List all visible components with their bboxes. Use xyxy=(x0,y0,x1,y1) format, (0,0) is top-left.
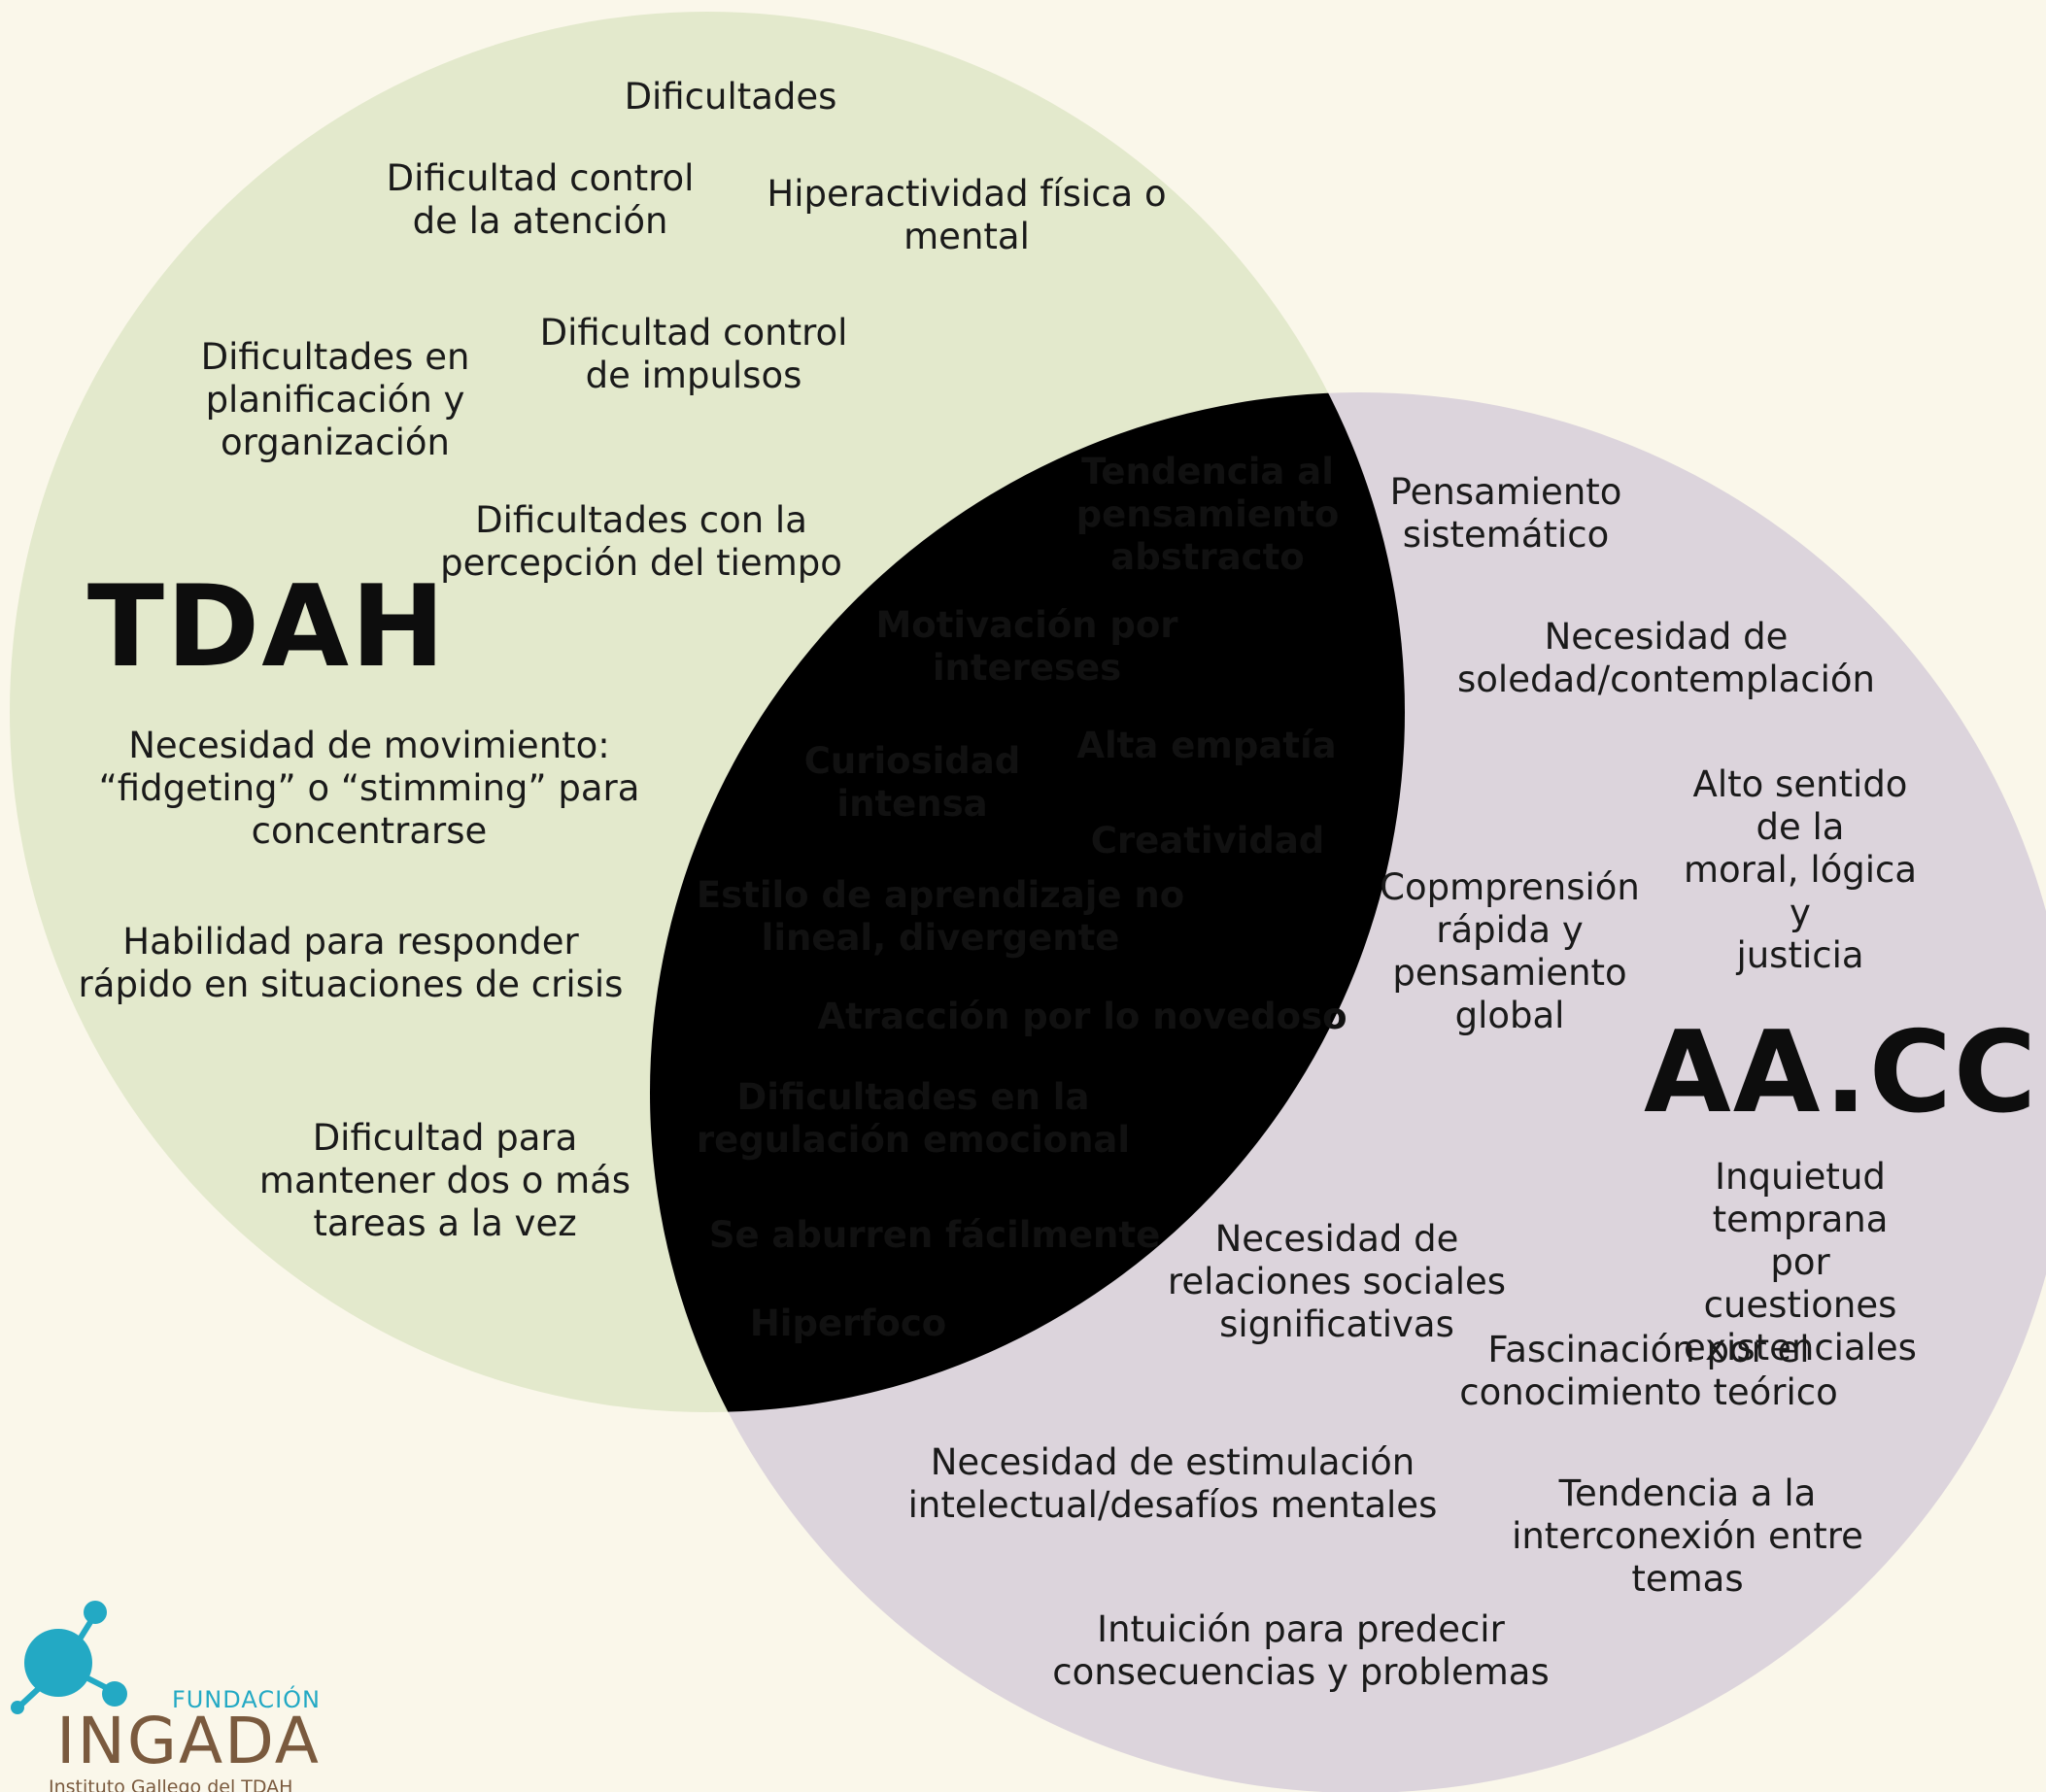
aacc-item-estimulacion-intelectual: Necesidad de estimulación intelectual/de… xyxy=(907,1441,1438,1526)
aacc-item-inquietud-temprana: Inquietud temprana por cuestiones existe… xyxy=(1684,1156,1917,1369)
aacc-item-interconexion-temas: Tendencia a la interconexión entre temas xyxy=(1512,1472,1863,1600)
tdah-item-percepcion-tiempo: Dificultades con la percepción del tiemp… xyxy=(440,499,842,584)
both-item-motivacion-intereses: Motivación por intereses xyxy=(875,604,1178,689)
tdah-item-control-impulsos: Dificultad control de impulsos xyxy=(539,312,848,396)
logo-name: INGADA xyxy=(56,1704,321,1778)
aacc-item-soledad: Necesidad de soledad/contemplación xyxy=(1457,616,1875,700)
tdah-title: TDAH xyxy=(86,561,448,693)
aacc-item-sentido-moral: Alto sentido de la moral, lógica y justi… xyxy=(1683,763,1918,976)
both-item-alta-empatia: Alta empatía xyxy=(1076,725,1337,766)
logo-fundacion: FUNDACIÓN xyxy=(172,1684,321,1713)
logo-subtitle: Instituto Gallego del TDAH xyxy=(49,1776,292,1792)
tdah-item-dificultades: Dificultades xyxy=(624,76,837,118)
molecule-icon xyxy=(11,1601,127,1714)
aacc-title: AA.CC xyxy=(1643,1007,2039,1138)
tdah-item-dos-tareas: Dificultad para mantener dos o más tarea… xyxy=(258,1117,631,1244)
aacc-item-intuicion-predecir: Intuición para predecir consecuencias y … xyxy=(1052,1608,1550,1693)
both-item-se-aburren: Se aburren fácilmente xyxy=(708,1214,1161,1256)
both-item-creatividad: Creatividad xyxy=(1090,820,1325,862)
both-item-estilo-aprendizaje: Estilo de aprendizaje no lineal, diverge… xyxy=(696,874,1185,959)
tdah-item-necesidad-movimiento: Necesidad de movimiento: “fidgeting” o “… xyxy=(98,725,640,852)
tdah-item-planificacion: Dificultades en planificación y organiza… xyxy=(200,336,470,463)
aacc-item-comprension-rapida: Copmprensión rápida y pensamiento global xyxy=(1380,866,1640,1036)
aacc-item-pensamiento-sistematico: Pensamiento sistemático xyxy=(1389,471,1622,556)
tdah-item-responder-crisis: Habilidad para responder rápido en situa… xyxy=(78,921,624,1005)
tdah-item-control-atencion: Dificultad control de la atención xyxy=(386,157,695,242)
both-item-hiperfoco: Hiperfoco xyxy=(749,1302,947,1344)
aacc-item-relaciones-sociales: Necesidad de relaciones sociales signifi… xyxy=(1167,1218,1507,1345)
both-item-curiosidad: Curiosidad intensa xyxy=(803,740,1021,825)
tdah-item-hiperactividad: Hiperactividad física o mental xyxy=(767,173,1167,257)
both-item-regulacion-emocional: Dificultades en la regulación emocional xyxy=(696,1076,1131,1161)
aacc-item-conocimiento-teorico: Fascinación por el conocimiento teórico xyxy=(1459,1329,1838,1413)
both-item-atraccion-novedoso: Atracción por lo novedoso xyxy=(817,996,1347,1037)
both-item-pensamiento-abstracto: Tendencia al pensamiento abstracto xyxy=(1075,451,1340,578)
ingada-logo: FUNDACIÓN INGADA Instituto Gallego del T… xyxy=(11,1601,321,1792)
